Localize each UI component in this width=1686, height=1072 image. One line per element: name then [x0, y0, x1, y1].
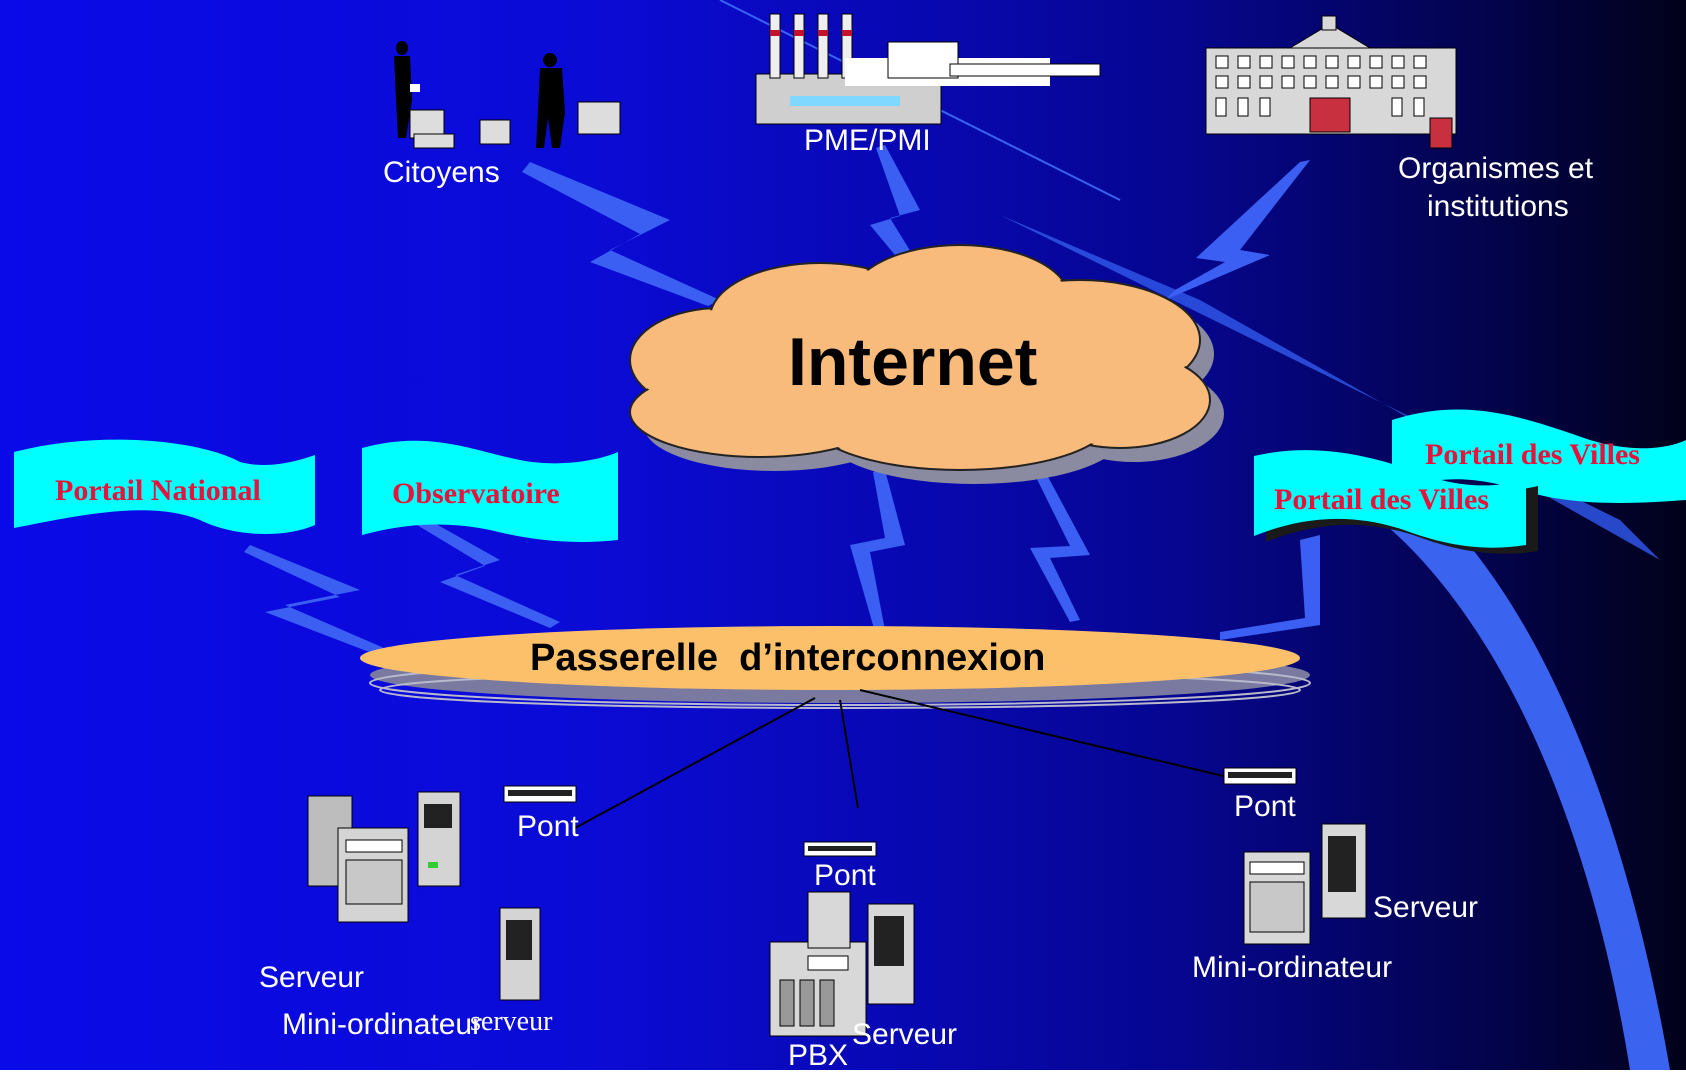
gateway-label: Passerelle d’interconnexion	[530, 637, 1046, 679]
citizens-icon	[394, 41, 621, 149]
banner-portail-villes-front	[1254, 450, 1538, 554]
left-small-server-icon	[499, 907, 541, 1001]
left-bridge-label: Pont	[517, 810, 579, 843]
right-server-label: Serveur	[1373, 891, 1479, 924]
gateway-ellipse	[360, 626, 1311, 709]
banner-cities-back-label: Portail des Villes	[1425, 438, 1640, 471]
lightning-bolt	[1220, 535, 1320, 640]
swoosh-arc	[1380, 470, 1670, 1070]
right-minicomputer-label: Mini-ordinateur	[1192, 951, 1393, 984]
banner-observatoire	[362, 440, 618, 542]
banner-observatory-label: Observatoire	[392, 477, 560, 510]
pbx-label: PBX	[788, 1039, 849, 1072]
right-bridge-icon	[1223, 767, 1297, 785]
institutions-label-line1: Organismes et	[1398, 152, 1594, 185]
left-server-label: Serveur	[259, 961, 365, 994]
left-small-server-label: serveur	[470, 1006, 553, 1037]
left-server-tower-icon	[417, 791, 461, 887]
right-minicomputer-icon	[1243, 851, 1311, 945]
lightning-bolt	[244, 545, 400, 660]
lightning-bolt	[522, 162, 720, 306]
internet-label: Internet	[788, 324, 1038, 400]
lightning-bolt	[850, 470, 905, 632]
middle-server-label: Serveur	[852, 1018, 958, 1051]
sme-label: PME/PMI	[804, 124, 931, 157]
lightning-bolts	[244, 145, 1320, 660]
banner-portail-national	[14, 439, 315, 535]
institutions-label-line2: institutions	[1427, 190, 1569, 223]
right-bridge-label: Pont	[1234, 790, 1296, 823]
left-minicomputer-icon	[307, 795, 409, 923]
citizens-label: Citoyens	[383, 156, 500, 189]
left-bridge-icon	[503, 785, 577, 803]
institution-building-icon	[1205, 15, 1457, 149]
lightning-bolt	[1165, 160, 1310, 300]
banner-cities-front-label: Portail des Villes	[1274, 483, 1489, 516]
middle-bridge-icon	[803, 841, 877, 857]
lightning-bolt	[870, 145, 925, 279]
lightning-bolt	[1030, 462, 1090, 622]
banner-national-label: Portail National	[55, 474, 261, 507]
pbx-icon	[769, 891, 867, 1037]
banner-portail-villes-back	[1392, 409, 1686, 503]
middle-bridge-label: Pont	[814, 859, 876, 892]
middle-server-icon	[867, 903, 915, 1005]
connection-lines	[574, 689, 1233, 829]
lightning-bolt	[412, 515, 560, 628]
factory-icon	[755, 13, 1101, 125]
right-server-icon	[1321, 823, 1367, 919]
left-minicomputer-label: Mini-ordinateur	[282, 1008, 483, 1041]
